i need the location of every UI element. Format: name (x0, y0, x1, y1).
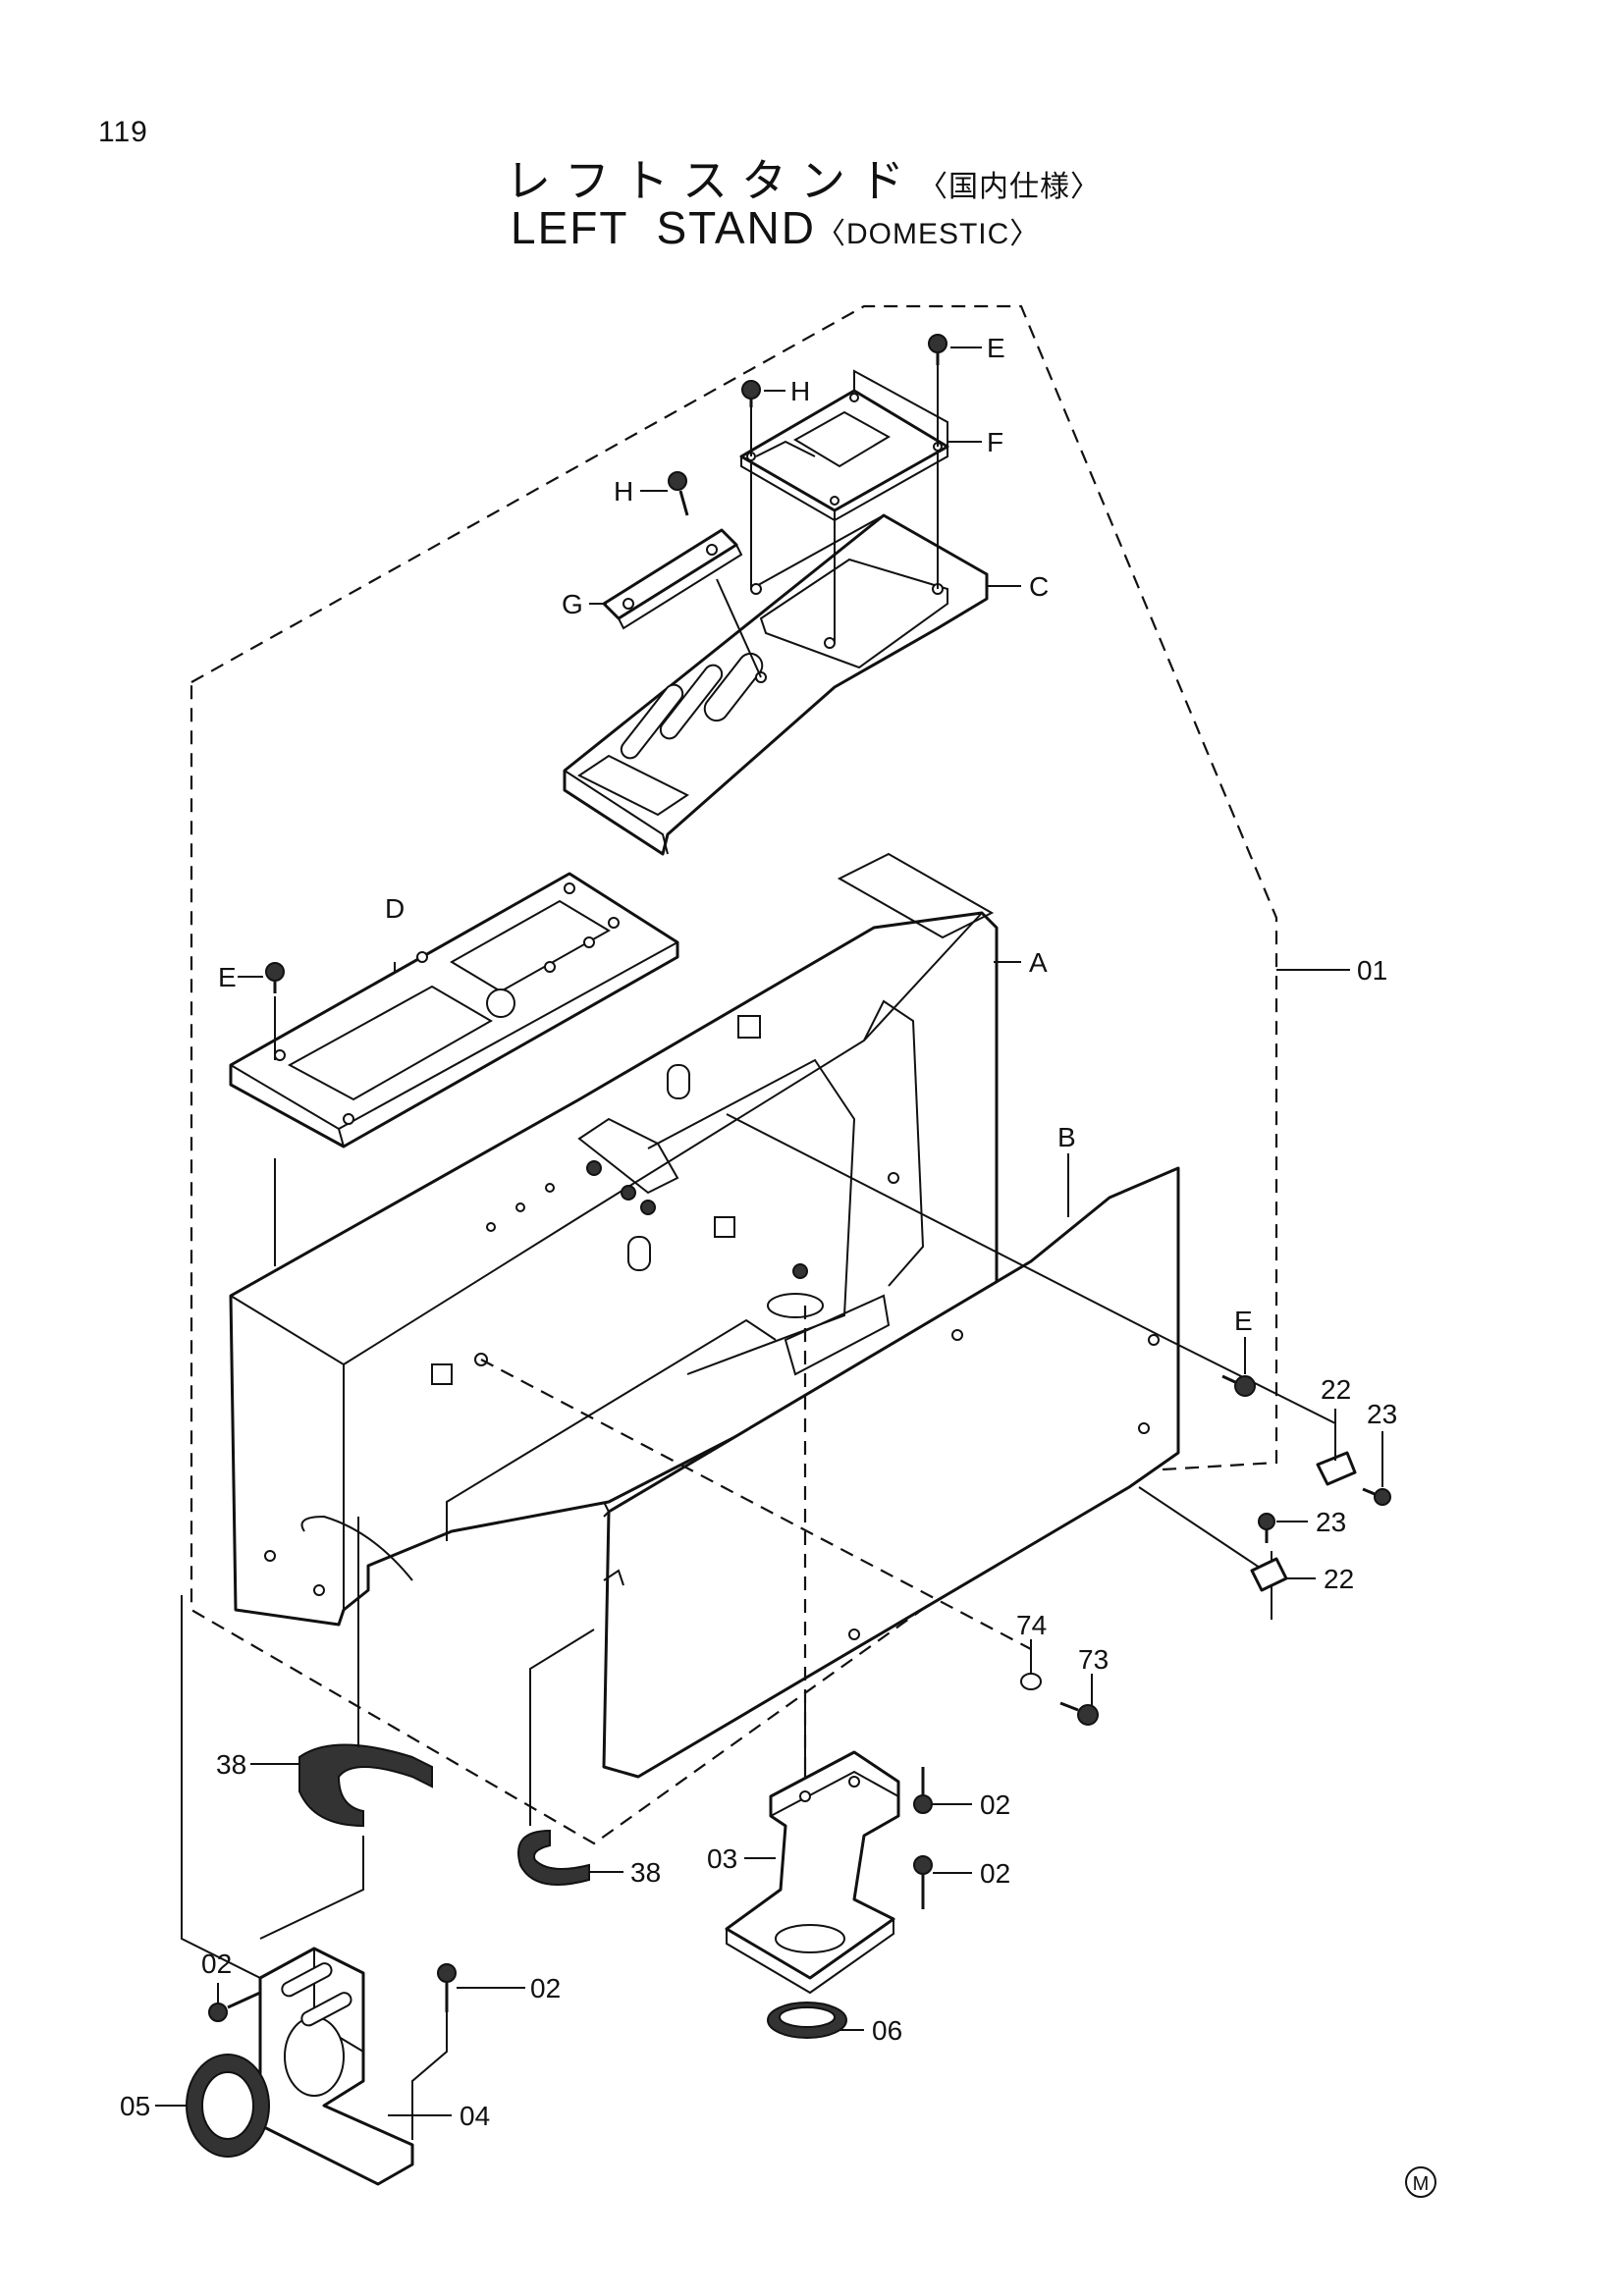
title-en-sub: 〈DOMESTIC〉 (815, 218, 1041, 250)
title-japanese: レフトスタンド〈国内仕様〉 (506, 145, 1101, 210)
bolt-h-left (668, 471, 689, 516)
callout-06: 06 (872, 2015, 902, 2046)
bolt-02-upper (913, 1767, 933, 1814)
callout-02-left: 02 (201, 1949, 232, 1979)
part-b-side-panel (602, 1166, 1180, 1779)
callout-73: 73 (1078, 1644, 1109, 1675)
screw-23-lower (1258, 1513, 1275, 1543)
washer-74 (1020, 1673, 1042, 1690)
bolt-02-lower (913, 1855, 933, 1909)
title-en-word2: STAND (656, 202, 816, 253)
bolt-02-right (437, 1963, 457, 2012)
leader-lines (155, 347, 1383, 2116)
callout-23-lower: 23 (1316, 1507, 1346, 1537)
callout-h-left: H (614, 476, 633, 507)
bolt-73 (1059, 1701, 1099, 1726)
part-04-rear-bracket (258, 1947, 414, 2186)
callout-02-right: 02 (530, 1973, 561, 2003)
manufacturer-mark: M (1405, 2166, 1436, 2198)
callout-01: 01 (1357, 955, 1387, 986)
part-g-plate (602, 528, 743, 630)
title-jp-sub: 〈国内仕様〉 (918, 171, 1101, 203)
callout-02-upper: 02 (980, 1789, 1010, 1820)
bolt-h-top (741, 380, 761, 407)
callout-23-upper: 23 (1367, 1399, 1397, 1429)
callout-b: B (1057, 1122, 1076, 1152)
title-jp-main: レフトスタンド (506, 155, 918, 206)
clip-22-lower (1250, 1557, 1288, 1592)
page-number: 119 (98, 116, 148, 148)
bolt-e-right (1221, 1374, 1256, 1397)
callout-e-right: E (1234, 1306, 1253, 1336)
callout-05: 05 (120, 2091, 150, 2121)
callout-04: 04 (460, 2101, 490, 2131)
callout-74: 74 (1016, 1610, 1047, 1640)
part-38-seal-right (517, 1829, 590, 1886)
callout-e-left: E (218, 962, 237, 992)
callout-f: F (987, 427, 1003, 457)
callout-e-top: E (987, 333, 1005, 363)
part-06-seal (767, 2002, 847, 2039)
clip-22-upper (1316, 1451, 1357, 1486)
callout-22-upper: 22 (1321, 1374, 1351, 1405)
part-a-main-frame (229, 852, 999, 1627)
bolt-02-left (208, 1991, 261, 2022)
screw-23-upper (1362, 1487, 1391, 1506)
callout-h-top: H (790, 376, 810, 406)
part-d-console-top (229, 872, 679, 1148)
callout-c: C (1029, 571, 1049, 602)
callout-38-left: 38 (216, 1749, 246, 1780)
callout-g: G (562, 589, 583, 619)
part-05-grommet (186, 2054, 270, 2158)
bolt-e-left (265, 962, 285, 993)
bolt-e-top (928, 334, 947, 365)
part-03-support-bracket (725, 1750, 900, 1995)
part-c-upper-cover (563, 513, 989, 856)
title-english: LEFT STAND〈DOMESTIC〉 (511, 201, 1040, 254)
title-en-word1: LEFT (511, 202, 629, 253)
callout-d: D (385, 893, 405, 924)
callout-03: 03 (707, 1843, 737, 1874)
part-38-seal-left (298, 1743, 433, 1828)
mark-letter: M (1413, 2173, 1430, 2195)
assembly-boundary (189, 304, 1278, 1845)
callout-22-lower: 22 (1324, 1564, 1354, 1594)
callout-02-lower: 02 (980, 1858, 1010, 1889)
callout-38-right: 38 (630, 1857, 661, 1888)
callout-a: A (1029, 947, 1048, 978)
part-f-plate (739, 389, 949, 522)
